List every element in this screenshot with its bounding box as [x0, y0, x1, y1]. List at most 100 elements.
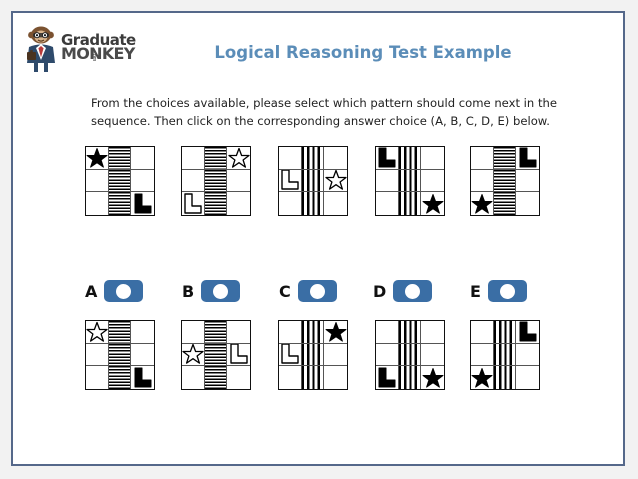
answer-letter-a: A: [85, 281, 98, 301]
grid-cell: [182, 169, 205, 193]
stripe-cell-horizontal: [204, 321, 228, 344]
grid-cell: [131, 344, 154, 367]
answer-letter-c: C: [279, 281, 291, 301]
answer-letter-e: E: [470, 281, 481, 301]
solid-star-icon: [471, 193, 493, 214]
radio-dot-icon: [213, 283, 229, 299]
grid-cell: [421, 321, 444, 344]
grid-cell: [279, 147, 302, 170]
radio-dot-icon: [116, 283, 132, 299]
grid-cell: [227, 321, 250, 344]
grid-cell: [376, 147, 399, 170]
answer-button-b[interactable]: [201, 280, 241, 302]
answer-panel-c[interactable]: [278, 320, 348, 390]
grid-cell: [227, 366, 250, 389]
stripe-cell-horizontal: [493, 192, 517, 215]
solid-star-icon: [422, 367, 444, 388]
grid-cell: [279, 343, 302, 367]
hollow-star-icon: [325, 170, 347, 191]
sequence-panel-2[interactable]: [181, 146, 251, 216]
grid-cell: [421, 366, 444, 389]
grid-cell: [131, 147, 154, 170]
solid-l-shape-icon: [133, 367, 153, 389]
monkey-in-suit-logo-icon: [27, 26, 55, 72]
stripe-cell-horizontal: [204, 366, 228, 389]
grid-cell: [86, 147, 109, 170]
hollow-star-icon: [182, 344, 204, 365]
grid-cell: [324, 147, 347, 170]
answer-button-c[interactable]: [297, 280, 337, 302]
stripe-cell-horizontal: [204, 169, 228, 193]
radio-dot-icon: [309, 283, 325, 299]
logo-line-2: MONKEY: [61, 44, 135, 63]
hollow-l-shape-icon: [280, 169, 300, 192]
grid-cell: [376, 169, 399, 193]
stripe-cell-vertical: [493, 321, 517, 344]
sequence-panel-4[interactable]: [375, 146, 445, 216]
answer-panel-b[interactable]: [181, 320, 251, 390]
sequence-panel-3[interactable]: [278, 146, 348, 216]
logo-line-1: Graduate: [61, 31, 136, 49]
solid-star-icon: [86, 147, 108, 168]
grid-cell: [131, 321, 154, 344]
solid-l-shape-icon: [133, 193, 153, 215]
answer-panel-e[interactable]: [470, 320, 540, 390]
grid-cell: [516, 344, 539, 367]
grid-cell: [279, 169, 302, 193]
grid-cell: [421, 147, 444, 170]
logo-suffix: .com: [91, 51, 97, 61]
grid-cell: [227, 192, 250, 215]
answer-panel-d[interactable]: [375, 320, 445, 390]
sequence-panel-5[interactable]: [470, 146, 540, 216]
answer-button-d[interactable]: [393, 280, 433, 302]
stripe-cell-horizontal: [204, 192, 228, 215]
grid-cell: [471, 169, 494, 193]
grid-cell: [516, 321, 539, 344]
stripe-cell-vertical: [398, 147, 422, 170]
stripe-cell-horizontal: [493, 169, 517, 193]
stripe-cell-vertical: [493, 343, 517, 367]
radio-dot-icon: [499, 283, 515, 299]
stripe-cell-horizontal: [108, 169, 132, 193]
stripe-cell-horizontal: [108, 147, 132, 170]
answer-letter-d: D: [373, 281, 387, 301]
stripe-cell-vertical: [398, 343, 422, 367]
answer-panel-a[interactable]: [85, 320, 155, 390]
grid-cell: [421, 344, 444, 367]
stripe-cell-vertical: [301, 343, 325, 367]
slide-canvas: Graduate MONKEY .com Logical Reasoning T…: [11, 11, 625, 466]
solid-star-icon: [422, 193, 444, 214]
stripe-cell-vertical: [301, 147, 325, 170]
answer-option-e[interactable]: E: [470, 280, 527, 302]
stripe-cell-vertical: [398, 192, 422, 215]
grid-cell: [86, 321, 109, 344]
answer-option-a[interactable]: A: [85, 280, 144, 302]
grid-cell: [131, 170, 154, 193]
grid-cell: [516, 366, 539, 389]
answer-letter-b: B: [182, 281, 195, 301]
grid-cell: [324, 192, 347, 215]
answer-button-e[interactable]: [487, 280, 527, 302]
answer-option-d[interactable]: D: [373, 280, 433, 302]
grid-cell: [376, 321, 399, 344]
solid-l-shape-icon: [377, 367, 397, 389]
grid-cell: [421, 192, 444, 215]
grid-cell: [516, 170, 539, 193]
hollow-l-shape-icon: [183, 192, 203, 215]
hollow-star-icon: [228, 147, 250, 168]
grid-cell: [324, 366, 347, 389]
stripe-cell-horizontal: [108, 192, 132, 215]
answer-option-b[interactable]: B: [182, 280, 241, 302]
sequence-panel-1[interactable]: [85, 146, 155, 216]
solid-star-icon: [471, 367, 493, 388]
hollow-star-icon: [86, 321, 108, 342]
stripe-cell-vertical: [493, 366, 517, 389]
stripe-cell-horizontal: [108, 321, 132, 344]
grid-cell: [471, 321, 494, 344]
answer-button-a[interactable]: [104, 280, 144, 302]
graduate-monkey-logo: Graduate MONKEY .com: [21, 25, 136, 77]
answer-option-c[interactable]: C: [279, 280, 337, 302]
grid-cell: [182, 192, 205, 215]
grid-cell: [471, 366, 494, 389]
grid-cell: [376, 343, 399, 367]
